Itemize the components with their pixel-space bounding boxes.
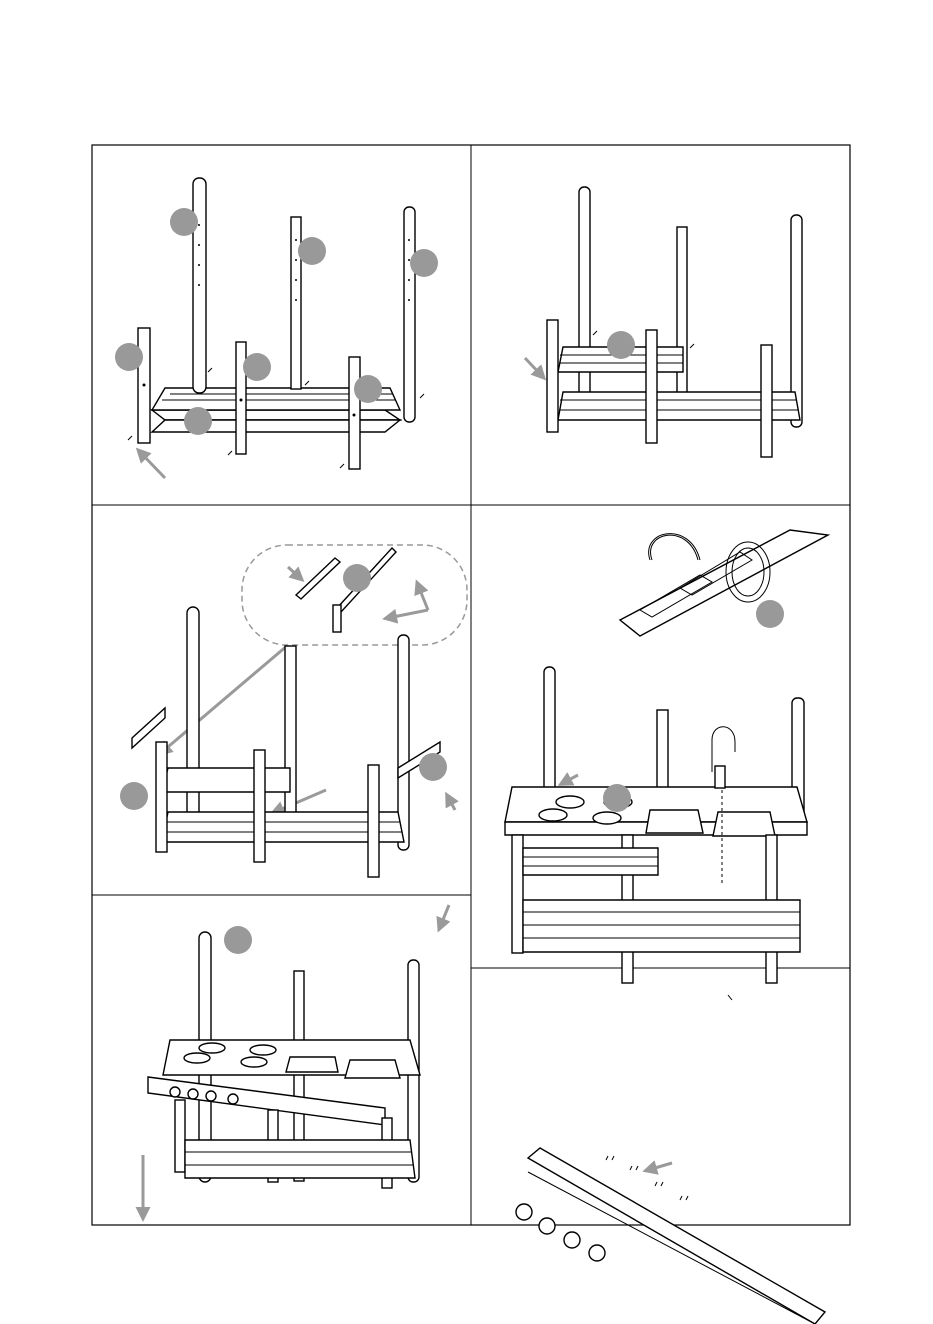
insert-arrow (525, 358, 542, 376)
panel-step-6 (516, 1148, 825, 1324)
panel-step-2 (525, 187, 802, 457)
faucet (712, 727, 735, 772)
panel-step-3 (120, 545, 467, 877)
panel-step-1 (115, 178, 438, 478)
panel-step-5 (143, 905, 449, 1216)
sink-cutout-1 (646, 810, 703, 833)
panel-step-4 (505, 530, 828, 1000)
insert-arrow (140, 452, 165, 478)
part-callout (607, 331, 635, 359)
countertop-underside (620, 530, 828, 636)
